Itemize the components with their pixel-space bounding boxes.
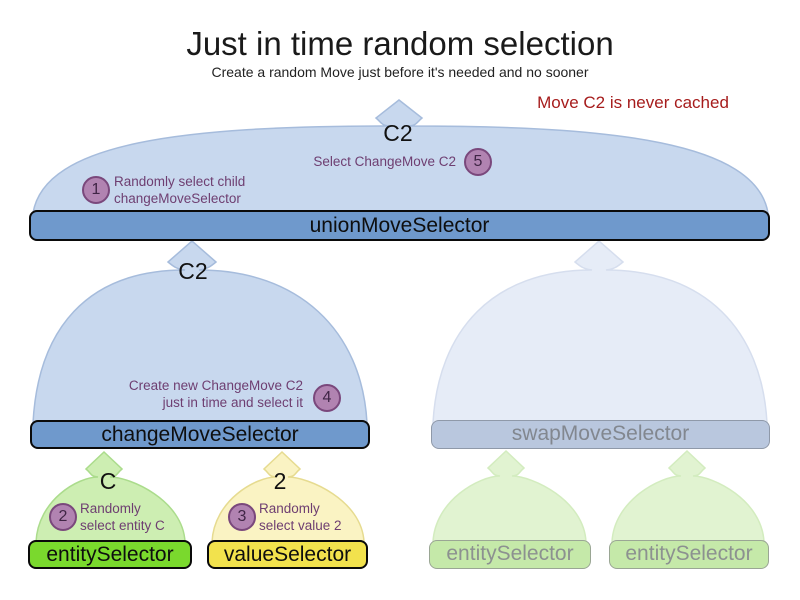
entity-faded-dome-2 (611, 449, 765, 543)
step-2-text: Randomly select entity C (80, 501, 165, 533)
page-title: Just in time random selection (186, 25, 614, 62)
swap-dome (432, 240, 768, 424)
value-selector-bar: valueSelector (207, 540, 368, 569)
value-pick-label: 2 (273, 468, 287, 494)
change-move-selector-bar: changeMoveSelector (30, 420, 370, 449)
step-3-text: Randomly select value 2 (259, 501, 342, 533)
move-label-top: C2 (383, 120, 413, 146)
never-cached-note: Move C2 is never cached (537, 93, 729, 112)
move-label-mid: C2 (178, 258, 208, 284)
swap-move-selector-bar: swapMoveSelector (431, 420, 770, 449)
entity-pick-label: C (99, 468, 117, 494)
union-move-selector-bar: unionMoveSelector (29, 210, 770, 241)
step-5-text: Select ChangeMove C2 (313, 154, 456, 169)
step-2-badge: 2 (49, 503, 77, 531)
entity-selector-bar: entitySelector (28, 540, 192, 569)
step-5-badge: 5 (464, 148, 492, 176)
entity-selector-faded-bar-2: entitySelector (609, 540, 769, 569)
step-1-badge: 1 (82, 176, 110, 204)
step-4-badge: 4 (313, 384, 341, 412)
step-1-text: Randomly select child changeMoveSelector (114, 174, 246, 206)
entity-faded-dome-1 (432, 449, 587, 543)
entity-selector-faded-bar-1: entitySelector (429, 540, 591, 569)
page-subtitle: Create a random Move just before it's ne… (211, 64, 589, 80)
change-dome (32, 240, 368, 424)
step-3-badge: 3 (228, 503, 256, 531)
step-4-text: Create new ChangeMove C2 just in time an… (128, 378, 303, 410)
union-dome (32, 99, 769, 214)
